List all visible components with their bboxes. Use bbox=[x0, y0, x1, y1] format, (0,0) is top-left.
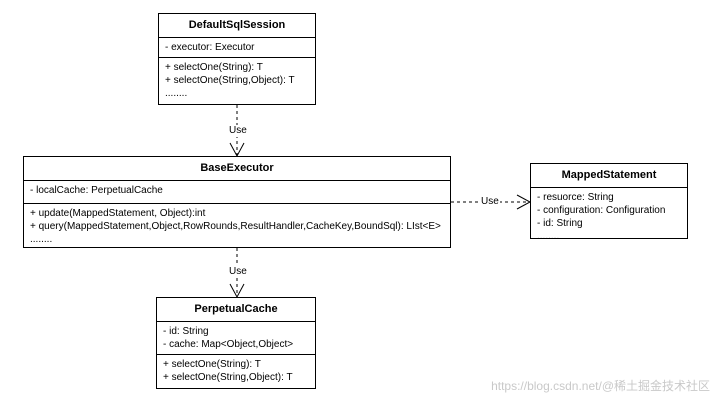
attributes-section: - executor: Executor bbox=[159, 38, 315, 58]
use-label-session-executor: Use bbox=[228, 125, 248, 137]
method: + update(MappedStatement, Object):int bbox=[30, 208, 206, 219]
method: + query(MappedStatement,Object,RowRounds… bbox=[30, 221, 441, 232]
watermark: https://blog.csdn.net/@稀土掘金技术社区 bbox=[491, 379, 710, 393]
use-label-executor-statement: Use bbox=[480, 196, 500, 208]
attribute: - id: String bbox=[537, 218, 583, 229]
methods-section: + selectOne(String): T + selectOne(Strin… bbox=[157, 355, 315, 387]
class-name: DefaultSqlSession bbox=[159, 14, 315, 38]
class-name: BaseExecutor bbox=[24, 157, 450, 181]
method: + selectOne(String,Object): T bbox=[163, 372, 293, 383]
class-perpetual-cache: PerpetualCache - id: String - cache: Map… bbox=[156, 297, 316, 389]
attribute: - localCache: PerpetualCache bbox=[30, 185, 163, 196]
attribute: - configuration: Configuration bbox=[537, 205, 666, 216]
attribute: - id: String bbox=[163, 326, 209, 337]
attributes-section: - id: String - cache: Map<Object,Object> bbox=[157, 322, 315, 355]
methods-section: + selectOne(String): T + selectOne(Strin… bbox=[159, 58, 315, 103]
attributes-section: - localCache: PerpetualCache bbox=[24, 181, 450, 204]
class-default-sql-session: DefaultSqlSession - executor: Executor +… bbox=[158, 13, 316, 105]
class-name: MappedStatement bbox=[531, 164, 687, 188]
attribute: - executor: Executor bbox=[165, 42, 255, 53]
method: + selectOne(String): T bbox=[163, 359, 261, 370]
class-name: PerpetualCache bbox=[157, 298, 315, 322]
attribute: - cache: Map<Object,Object> bbox=[163, 339, 294, 350]
methods-section: + update(MappedStatement, Object):int + … bbox=[24, 204, 450, 249]
method: ........ bbox=[165, 88, 188, 99]
class-base-executor: BaseExecutor - localCache: PerpetualCach… bbox=[23, 156, 451, 248]
attribute: ........ bbox=[537, 231, 560, 242]
class-mapped-statement: MappedStatement - resuorce: String - con… bbox=[530, 163, 688, 242]
attributes-section: - resuorce: String - configuration: Conf… bbox=[531, 188, 687, 246]
use-label-executor-cache: Use bbox=[228, 266, 248, 278]
method: + selectOne(String): T bbox=[165, 62, 263, 73]
method: ........ bbox=[30, 234, 53, 245]
method: + selectOne(String,Object): T bbox=[165, 75, 295, 86]
attribute: - resuorce: String bbox=[537, 192, 614, 203]
